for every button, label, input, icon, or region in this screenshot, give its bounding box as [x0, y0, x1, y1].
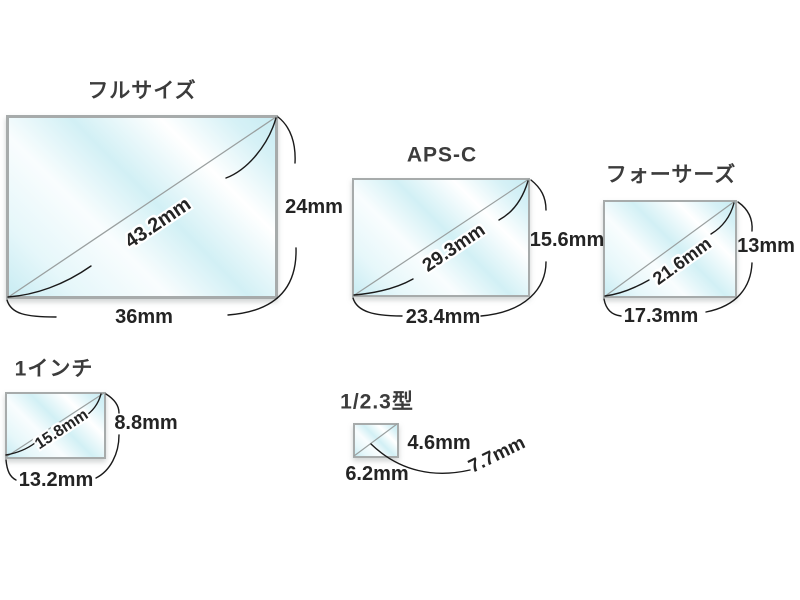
one-2-3-height-label: 4.6mm	[407, 432, 471, 454]
full-size-sensor-rect	[6, 115, 278, 299]
full-size-width-label: 36mm	[115, 306, 173, 328]
aps-c-title: APS-C	[406, 143, 478, 167]
aps-c-width-label: 23.4mm	[405, 306, 481, 328]
four-thirds-title: フォーサーズ	[605, 163, 737, 187]
full-size-title: フルサイズ	[87, 79, 197, 103]
one-inch-width-label: 13.2mm	[18, 469, 94, 491]
four-thirds-sensor-rect	[603, 200, 737, 298]
one-2-3-type-title: 1/2.3型	[340, 390, 414, 414]
four-thirds-width-label: 17.3mm	[623, 305, 699, 327]
one-inch-width-bracket-left	[5, 459, 17, 481]
one-2-3-diagonal-label: 7.7mm	[465, 432, 529, 478]
one-inch-title: 1インチ	[14, 357, 94, 381]
one-2-3-width-label: 6.2mm	[345, 463, 409, 485]
one-inch-height-bracket-top	[105, 393, 120, 414]
one-2-3-type-sensor-rect	[353, 423, 399, 458]
aps-c-height-label: 15.6mm	[529, 229, 605, 251]
aps-c-width-bracket-left	[352, 297, 403, 317]
full-size-height-label: 24mm	[285, 196, 343, 218]
aps-c-height-bracket-top	[530, 179, 547, 211]
four-thirds-height-bracket-top	[737, 201, 753, 232]
full-size-width-bracket-left	[6, 299, 57, 318]
four-thirds-width-bracket-left	[603, 298, 622, 317]
four-thirds-height-label: 13mm	[737, 235, 795, 257]
one-inch-height-label: 8.8mm	[114, 412, 178, 434]
full-size-height-bracket-top	[277, 116, 296, 164]
aps-c-sensor-rect	[352, 178, 530, 297]
